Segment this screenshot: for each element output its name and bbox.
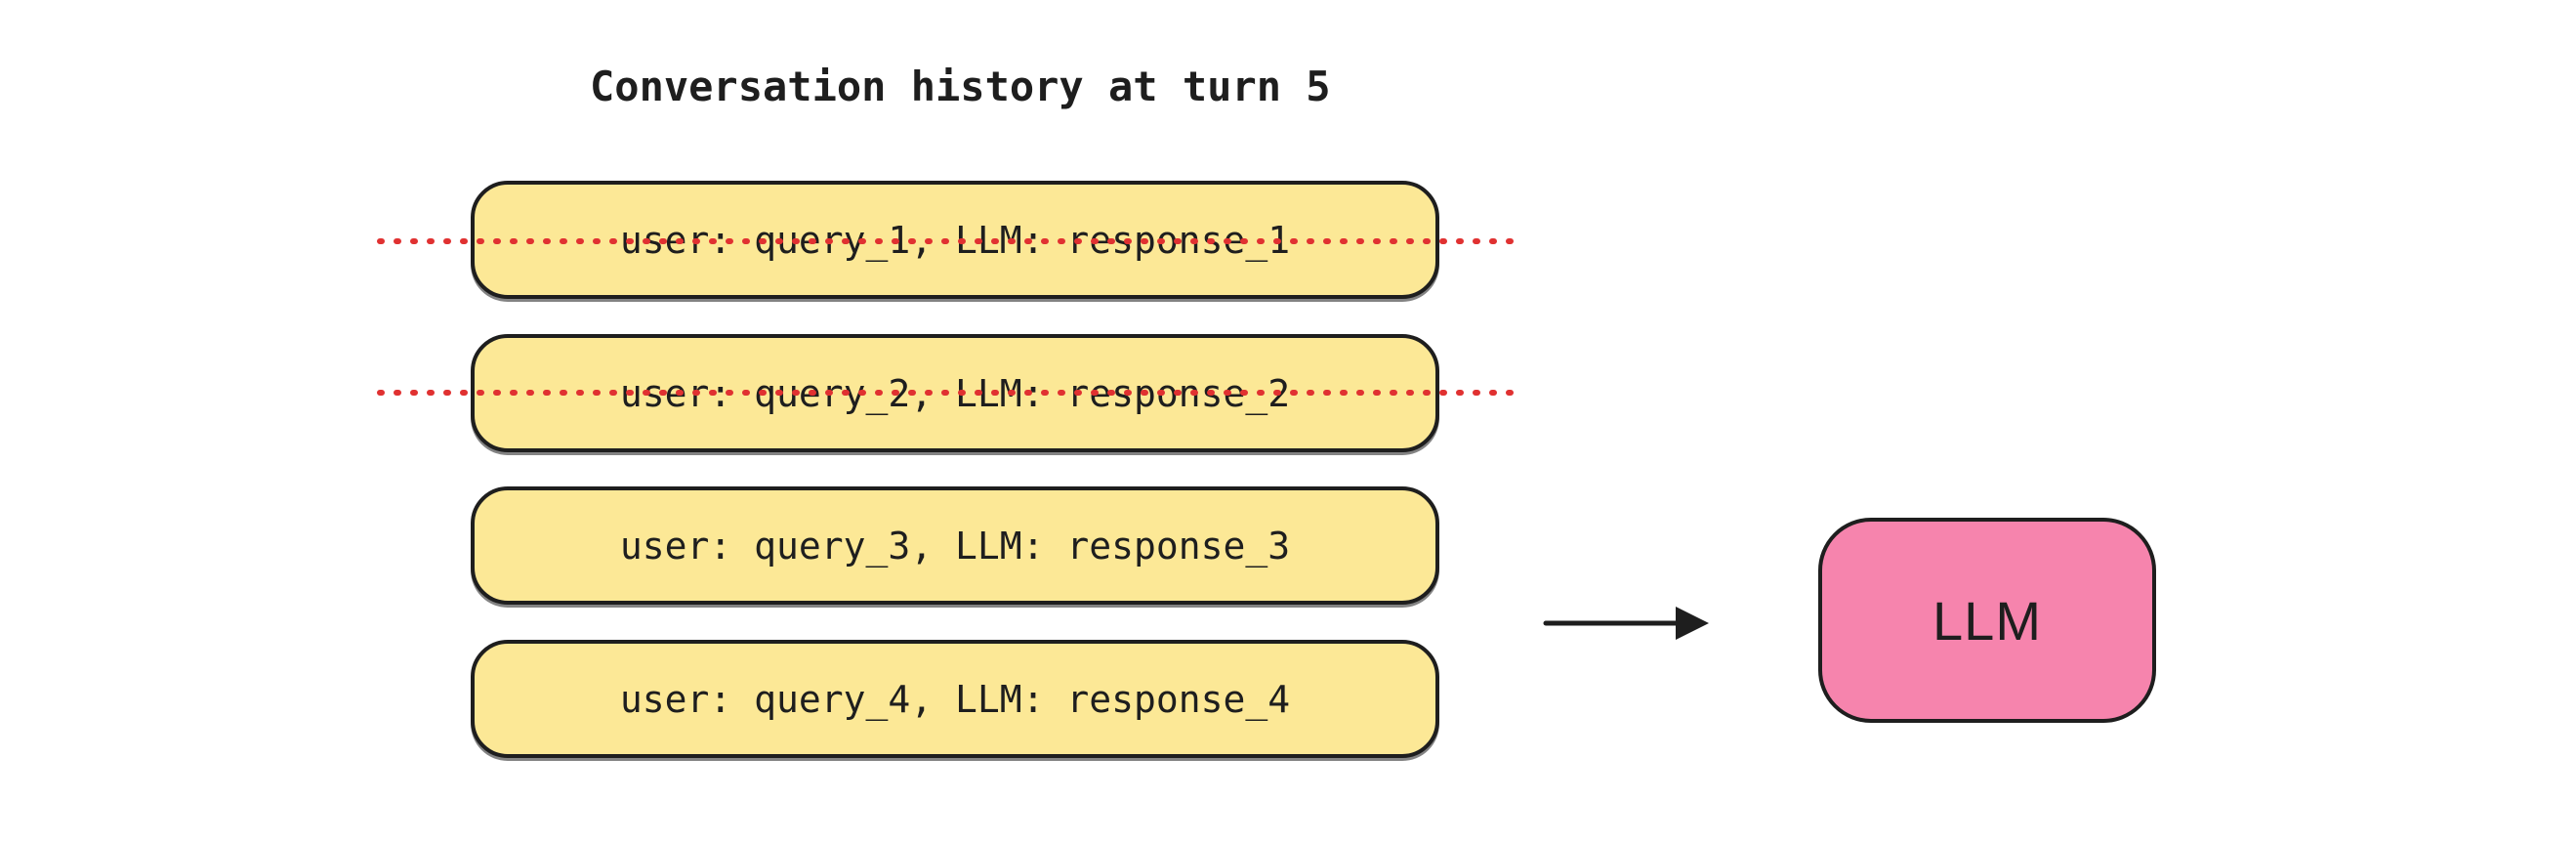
- history-item-3: user: query_3, LLM: response_3: [471, 486, 1439, 605]
- history-item-1: user: query_1, LLM: response_1: [471, 181, 1439, 299]
- arrow-to-llm-icon: [1543, 607, 1709, 640]
- history-item-4-label: user: query_4, LLM: response_4: [619, 677, 1291, 721]
- llm-node-label: LLM: [1932, 589, 2042, 652]
- llm-node: LLM: [1818, 518, 2156, 723]
- history-item-1-label: user: query_1, LLM: response_1: [619, 218, 1291, 262]
- history-item-2-label: user: query_2, LLM: response_2: [619, 371, 1291, 415]
- diagram-title: Conversation history at turn 5: [590, 63, 1331, 110]
- history-item-2: user: query_2, LLM: response_2: [471, 334, 1439, 452]
- history-item-3-label: user: query_3, LLM: response_3: [619, 524, 1291, 568]
- history-item-4: user: query_4, LLM: response_4: [471, 640, 1439, 758]
